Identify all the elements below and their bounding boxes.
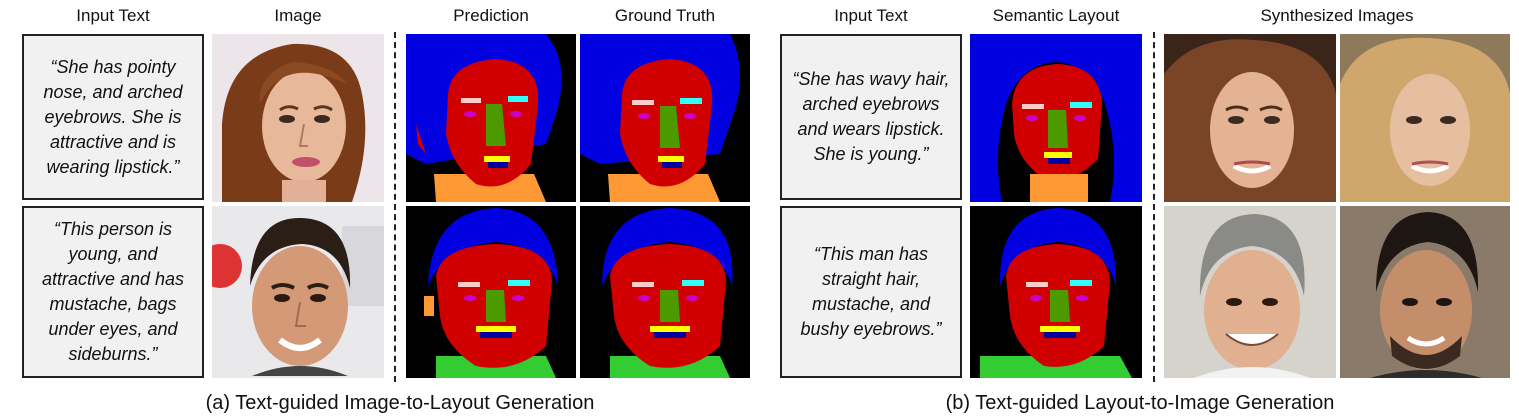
synthesized-face-photo: [1164, 206, 1336, 378]
synthesized-face-photo: [1340, 34, 1510, 202]
header-prediction: Prediction: [453, 6, 529, 25]
input-text: “This man has straight hair, mustache, a…: [800, 244, 942, 339]
input-text-box: “This person is young, and attractive an…: [22, 206, 204, 378]
semantic-layout: [970, 206, 1142, 378]
header-semantic-layout: Semantic Layout: [992, 6, 1120, 25]
synthesized-face-photo: [1340, 206, 1510, 378]
input-text-box: “She has pointy nose, and arched eyebrow…: [22, 34, 204, 200]
man-face-photo: [212, 206, 384, 378]
divider-dashed-right: [1153, 32, 1155, 382]
input-text-box: “This man has straight hair, mustache, a…: [780, 206, 962, 378]
semantic-layout: [970, 34, 1142, 202]
header-input-text-right: Input Text: [834, 6, 908, 25]
input-text: “This person is young, and attractive an…: [41, 219, 185, 364]
header-ground-truth: Ground Truth: [614, 6, 716, 25]
header-input-text-left: Input Text: [76, 6, 150, 25]
caption-left: (a) Text-guided Image-to-Layout Generati…: [205, 392, 595, 414]
synthesized-face-photo: [1164, 34, 1336, 202]
input-text: “She has pointy nose, and arched eyebrow…: [43, 56, 183, 177]
header-synthesized-images: Synthesized Images: [1260, 6, 1414, 25]
prediction-layout: [406, 34, 576, 202]
header-image: Image: [274, 6, 322, 25]
input-text-box: “She has wavy hair, arched eyebrows and …: [780, 34, 962, 200]
caption-right: (b) Text-guided Layout-to-Image Generati…: [945, 392, 1335, 414]
woman-face-photo: [212, 34, 384, 202]
divider-dashed-left: [394, 32, 396, 382]
input-text: “She has wavy hair, arched eyebrows and …: [792, 69, 950, 164]
ground-truth-layout: [580, 34, 750, 202]
prediction-layout: [406, 206, 576, 378]
ground-truth-layout: [580, 206, 750, 378]
